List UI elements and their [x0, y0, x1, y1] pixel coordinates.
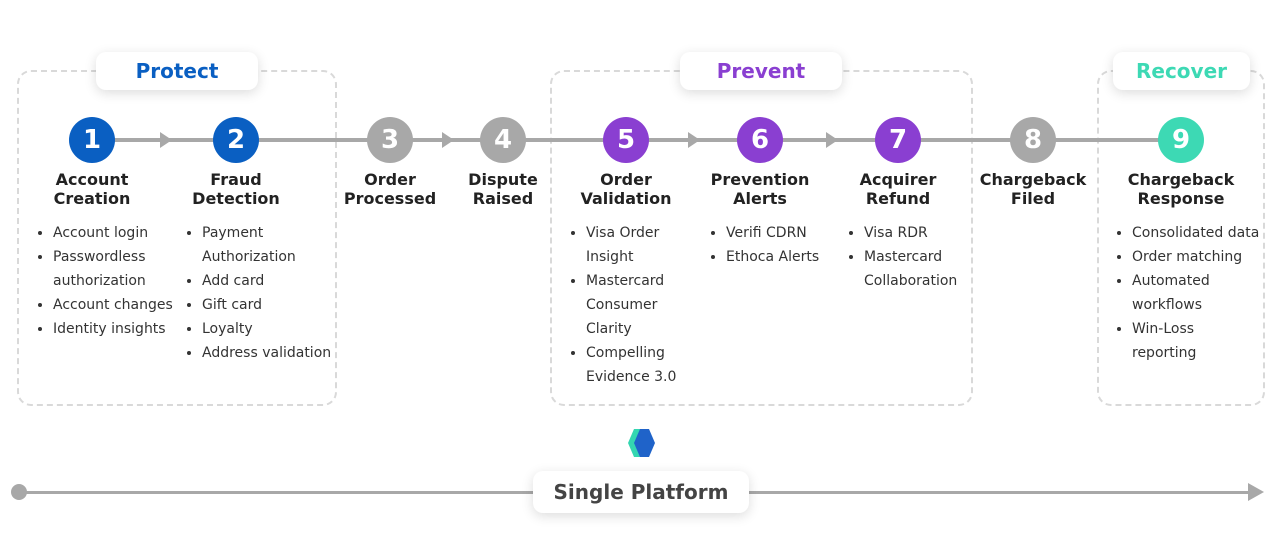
- step-circle-5: 5: [603, 117, 649, 163]
- flow-arrow-icon: [160, 132, 172, 148]
- list-item: Identity insights: [53, 317, 173, 341]
- step-title-4: Dispute Raised: [468, 170, 538, 208]
- group-label-recover: Recover: [1113, 52, 1250, 90]
- step-title-8: Chargeback Filed: [979, 170, 1087, 208]
- list-item: Compelling Evidence 3.0: [586, 341, 676, 389]
- step-circle-4: 4: [480, 117, 526, 163]
- step-title-3: Order Processed: [343, 170, 437, 208]
- list-item: Passwordless authorization: [53, 245, 173, 293]
- group-label-protect: Protect: [96, 52, 258, 90]
- list-item: Automated workflows: [1132, 269, 1259, 317]
- flow-arrow-icon: [826, 132, 838, 148]
- step-7-list: Visa RDR Mastercard Collaboration: [846, 221, 957, 293]
- step-circle-2: 2: [213, 117, 259, 163]
- list-item: Order matching: [1132, 245, 1259, 269]
- step-5-list: Visa Order Insight Mastercard Consumer C…: [568, 221, 676, 389]
- list-item: Account changes: [53, 293, 173, 317]
- list-item: Mastercard Consumer Clarity: [586, 269, 676, 341]
- step-title-5: Order Validation: [580, 170, 672, 208]
- list-item: Visa Order Insight: [586, 221, 676, 269]
- group-label-prevent: Prevent: [680, 52, 842, 90]
- step-circle-9: 9: [1158, 117, 1204, 163]
- list-item: Win-Loss reporting: [1132, 317, 1259, 365]
- hexagon-logo-icon: [628, 429, 655, 457]
- list-item: Visa RDR: [864, 221, 957, 245]
- list-item: Gift card: [202, 293, 331, 317]
- timeline-arrow-icon: [1248, 483, 1264, 501]
- list-item: Loyalty: [202, 317, 331, 341]
- list-item: Payment Authorization: [202, 221, 331, 269]
- list-item: Address validation: [202, 341, 331, 365]
- step-title-7: Acquirer Refund: [859, 170, 937, 208]
- timeline-start-dot: [11, 484, 27, 500]
- list-item: Mastercard Collaboration: [864, 245, 957, 293]
- list-item: Add card: [202, 269, 331, 293]
- list-item: Ethoca Alerts: [726, 245, 819, 269]
- step-title-6: Prevention Alerts: [710, 170, 810, 208]
- step-circle-7: 7: [875, 117, 921, 163]
- step-circle-1: 1: [69, 117, 115, 163]
- list-item: Consolidated data: [1132, 221, 1259, 245]
- step-title-1: Account Creation: [53, 170, 131, 208]
- flow-arrow-icon: [442, 132, 454, 148]
- step-6-list: Verifi CDRN Ethoca Alerts: [708, 221, 819, 269]
- step-title-2: Fraud Detection: [192, 170, 280, 208]
- flow-arrow-icon: [688, 132, 700, 148]
- platform-label: Single Platform: [533, 471, 749, 513]
- step-title-9: Chargeback Response: [1127, 170, 1235, 208]
- step-9-list: Consolidated data Order matching Automat…: [1114, 221, 1259, 365]
- step-circle-6: 6: [737, 117, 783, 163]
- step-circle-3: 3: [367, 117, 413, 163]
- list-item: Verifi CDRN: [726, 221, 819, 245]
- step-2-list: Payment Authorization Add card Gift card…: [184, 221, 331, 365]
- step-1-list: Account login Passwordless authorization…: [35, 221, 173, 341]
- list-item: Account login: [53, 221, 173, 245]
- step-circle-8: 8: [1010, 117, 1056, 163]
